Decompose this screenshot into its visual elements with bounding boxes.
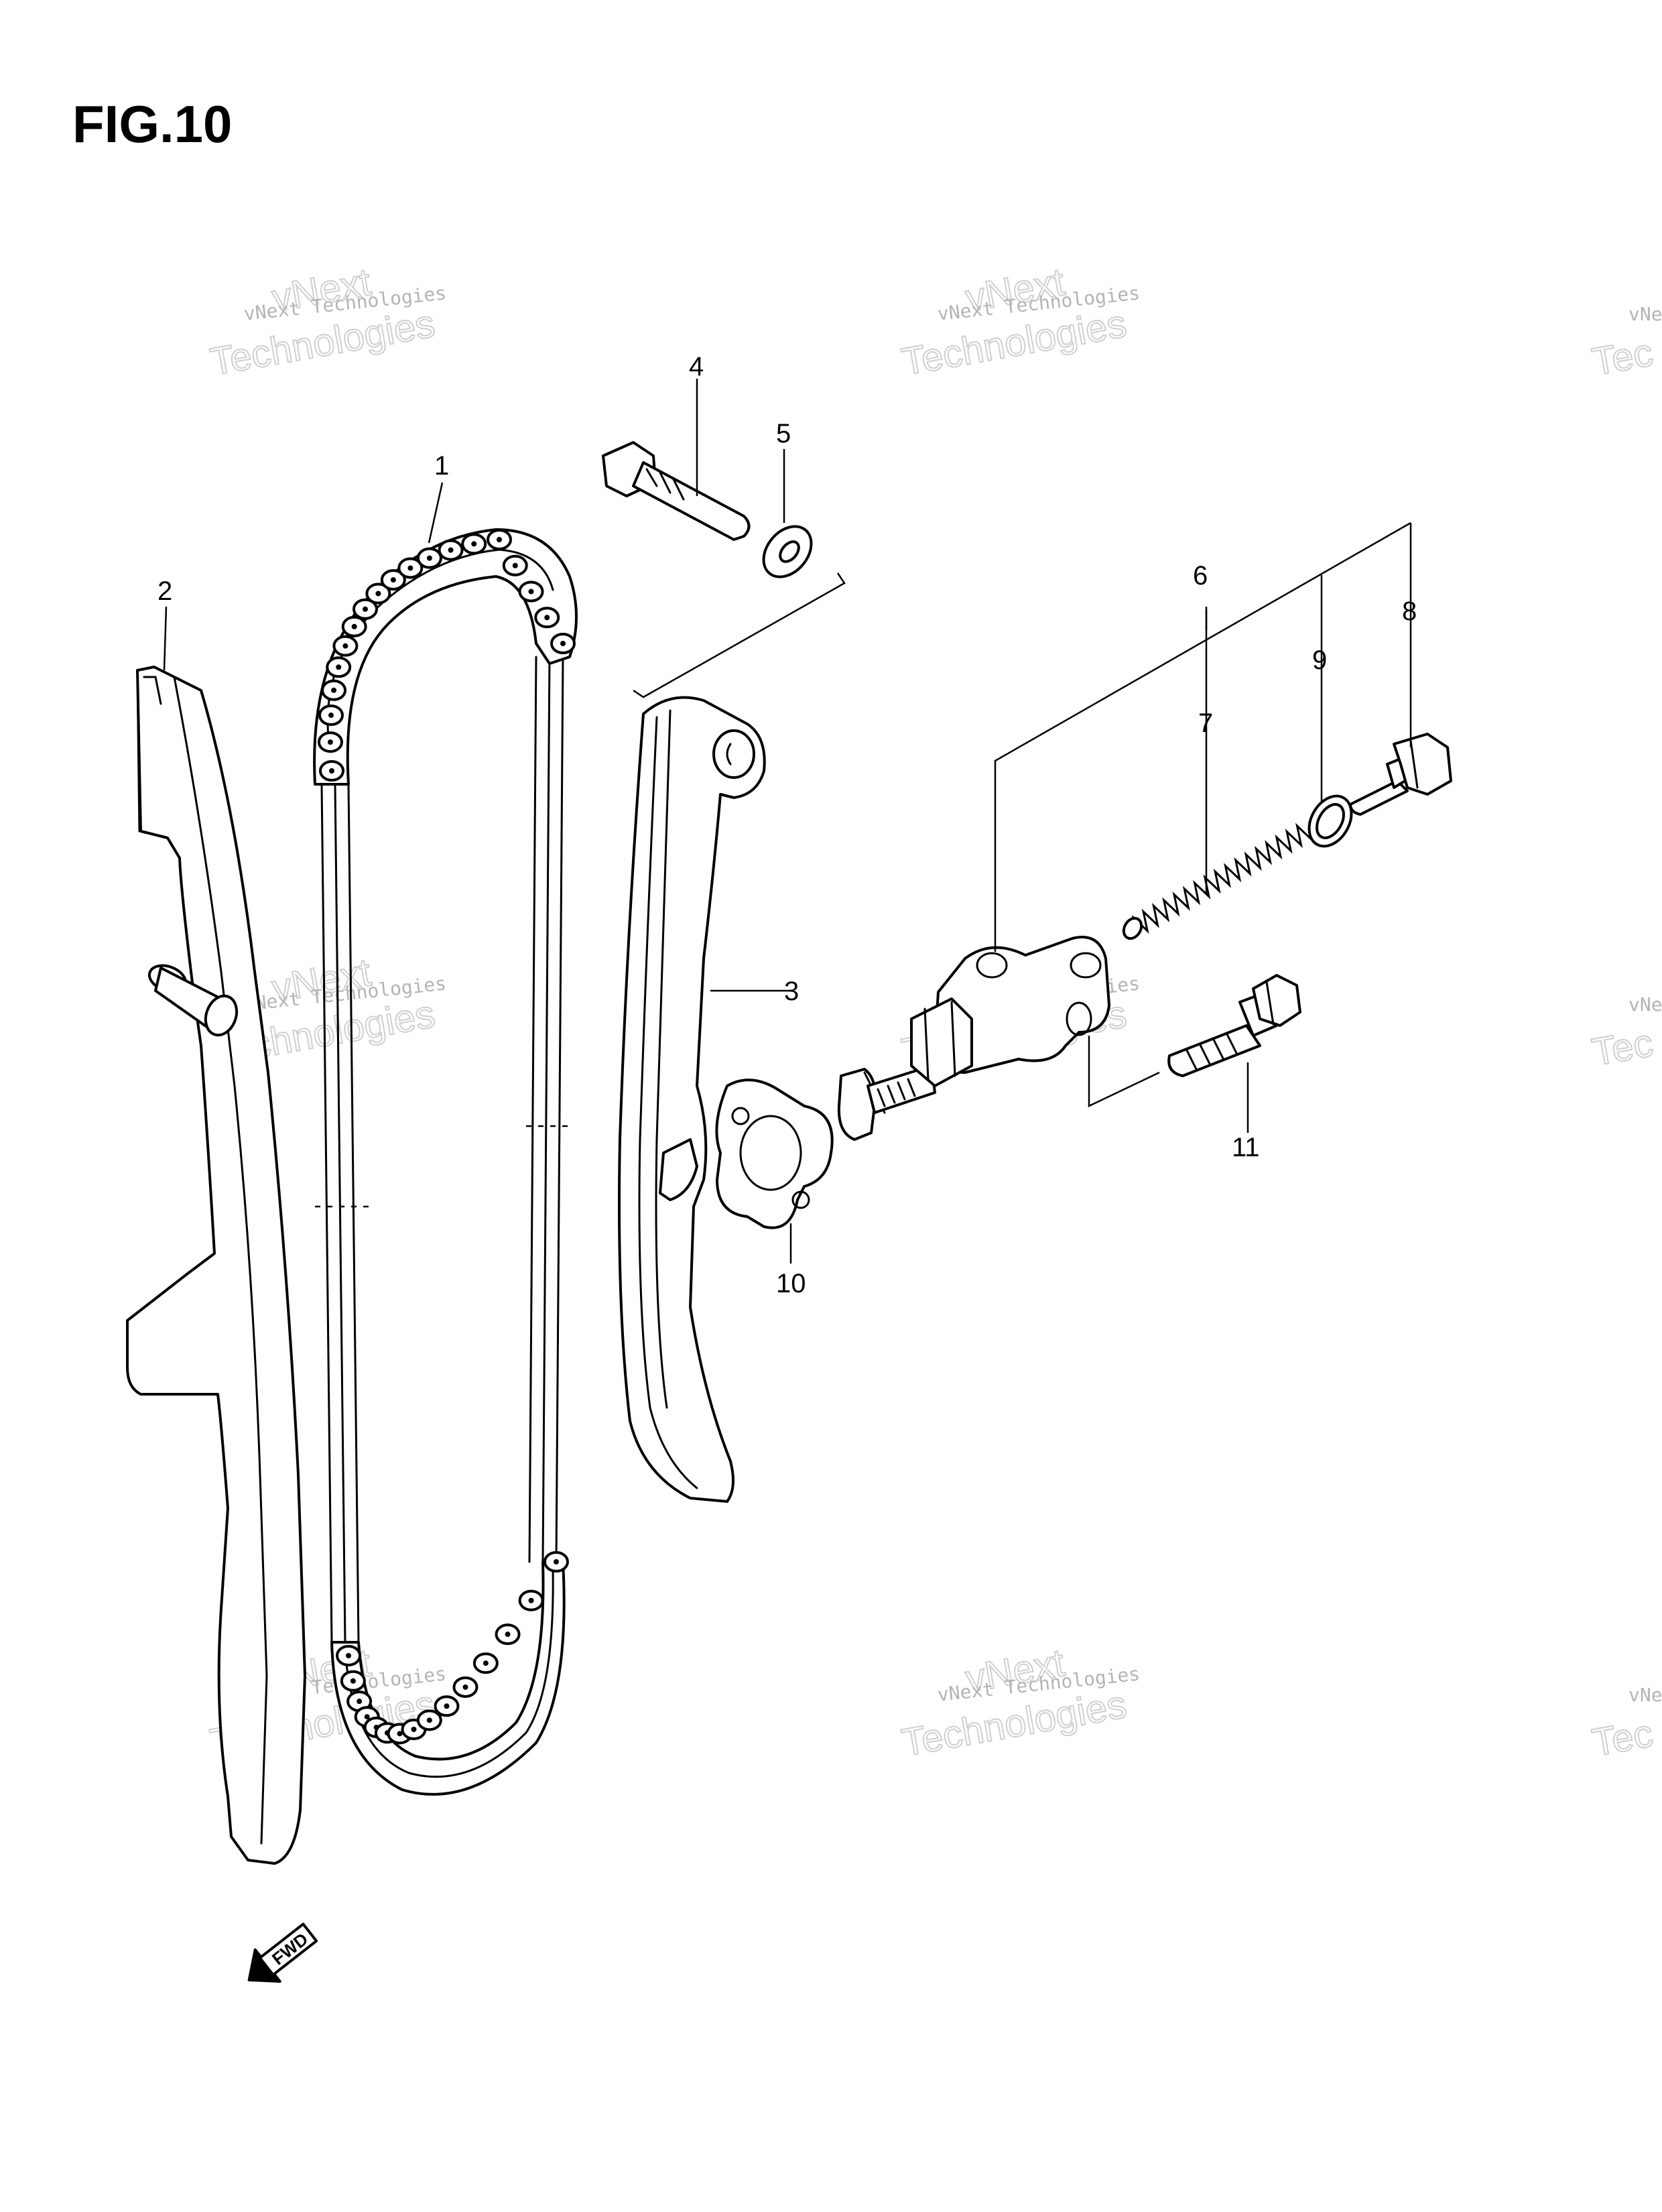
chain-pin — [411, 1727, 417, 1732]
leader-lines — [163, 379, 1412, 1264]
callout-6: 6 — [1193, 561, 1208, 591]
chain-pin — [363, 606, 368, 612]
chain-pin — [544, 615, 550, 621]
part-10-gasket — [715, 1079, 834, 1229]
chain-pin — [397, 1731, 403, 1737]
chain-pin — [346, 1653, 351, 1658]
chain-pin — [336, 664, 342, 670]
part-9-o-ring — [1307, 794, 1353, 848]
chain-pin — [554, 1559, 559, 1564]
watermark-text: vNe — [1628, 1684, 1662, 1706]
chain-pin — [331, 687, 337, 693]
chain-pin — [528, 1597, 534, 1603]
chain-pin — [342, 643, 348, 649]
chain-pin — [407, 565, 413, 571]
callout-8: 8 — [1402, 597, 1417, 626]
callout-labels: 1 2 3 4 5 6 7 8 9 10 11 — [157, 352, 1417, 1298]
part-2-chain-guide — [126, 666, 306, 1865]
chain-pin — [426, 1717, 432, 1723]
chain-pin — [327, 739, 333, 745]
chain-pin — [375, 591, 381, 597]
callout-4: 4 — [689, 352, 704, 381]
callout-5: 5 — [776, 419, 791, 448]
watermark-word: Tec — [1589, 1021, 1656, 1074]
chain-pin — [512, 562, 518, 568]
watermark-bottom-center: vNext Technologies vNext Technologies — [898, 1640, 1141, 1766]
chain-pin — [462, 1684, 468, 1690]
part-11-bolt — [1167, 974, 1301, 1077]
chain-pin — [560, 641, 566, 646]
watermark-text: vNe — [1628, 993, 1662, 1016]
watermark-text: vNe — [1628, 303, 1662, 325]
chain-pin — [390, 577, 396, 583]
watermark-right-edge: vNe Tec vNe Tec vNe Tec — [1588, 303, 1662, 1766]
fwd-direction-arrow: FWD — [247, 1922, 318, 1983]
chain-pin — [505, 1632, 511, 1638]
callout-3: 3 — [784, 977, 799, 1006]
watermark-word: Tec — [1589, 330, 1656, 384]
chain-pin — [497, 537, 502, 542]
chain-pin — [329, 768, 334, 774]
chain-pin — [483, 1660, 489, 1666]
watermark-word: Tec — [1589, 1711, 1656, 1765]
callout-10: 10 — [776, 1269, 806, 1298]
figure-title: FIG.10 — [72, 95, 233, 153]
part-8-cap-bolt — [1349, 733, 1452, 816]
chain-pin — [444, 1703, 450, 1709]
part-7-spring — [1122, 822, 1313, 940]
part-6-tensioner-body — [837, 936, 1110, 1141]
chain-pin — [528, 589, 534, 595]
chain-pin — [350, 1678, 356, 1684]
callout-7: 7 — [1198, 709, 1213, 738]
chain-pin — [471, 541, 477, 547]
part-5-washer — [762, 525, 813, 578]
watermark-top-left: vNext Technologies vNext Technologies — [206, 259, 448, 385]
chain-pin — [364, 1714, 370, 1720]
part-4-bolt — [602, 441, 751, 541]
callout-9: 9 — [1312, 646, 1327, 675]
chain-pin — [357, 1699, 363, 1705]
watermark-top-center: vNext Technologies vNext Technologies — [898, 259, 1141, 385]
chain-pin — [351, 623, 357, 629]
callout-11: 11 — [1232, 1133, 1260, 1162]
chain-pin — [448, 547, 454, 553]
part-3-tensioner-arm — [618, 696, 766, 1503]
callout-1: 1 — [434, 451, 449, 481]
chain-pin — [328, 713, 334, 719]
chain-pin — [426, 555, 432, 561]
callout-2: 2 — [157, 576, 172, 606]
chain-link-rollers-top — [317, 529, 576, 782]
chain-link-rollers-bottom — [336, 1551, 569, 1745]
